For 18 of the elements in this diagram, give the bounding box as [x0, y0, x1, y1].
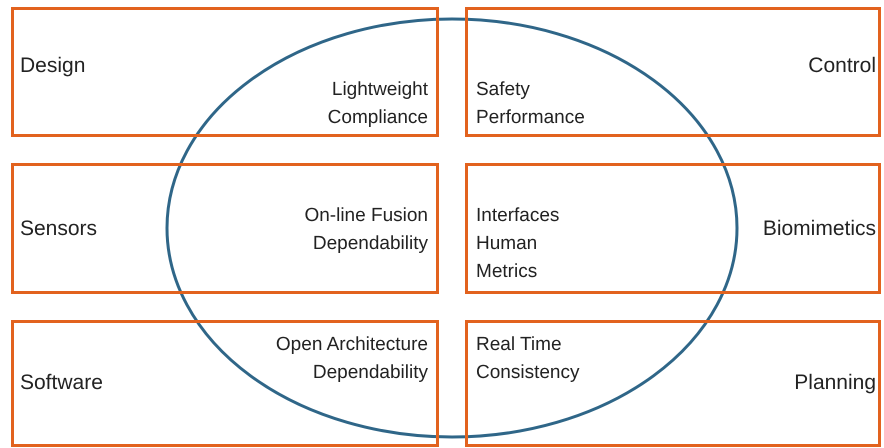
category-box — [11, 163, 439, 294]
category-heading: Planning — [794, 371, 876, 395]
topic-text: Real Time Consistency — [476, 333, 580, 385]
topic-text: Interfaces Human Metrics — [476, 204, 560, 284]
category-heading: Software — [20, 371, 103, 395]
category-box — [11, 320, 439, 447]
category-box — [465, 163, 881, 294]
category-box — [11, 7, 439, 137]
category-box — [465, 320, 881, 447]
category-heading: Biomimetics — [762, 216, 876, 240]
category-heading: Design — [20, 54, 86, 78]
topic-text: Open Architecture Dependability — [274, 333, 428, 385]
category-box — [465, 7, 881, 137]
topic-text: Lightweight Compliance — [326, 78, 428, 130]
topic-text: On-line Fusion Dependability — [303, 204, 428, 256]
category-heading: Sensors — [20, 216, 98, 240]
topic-text: Safety Performance — [476, 78, 586, 130]
category-heading: Control — [808, 54, 876, 78]
